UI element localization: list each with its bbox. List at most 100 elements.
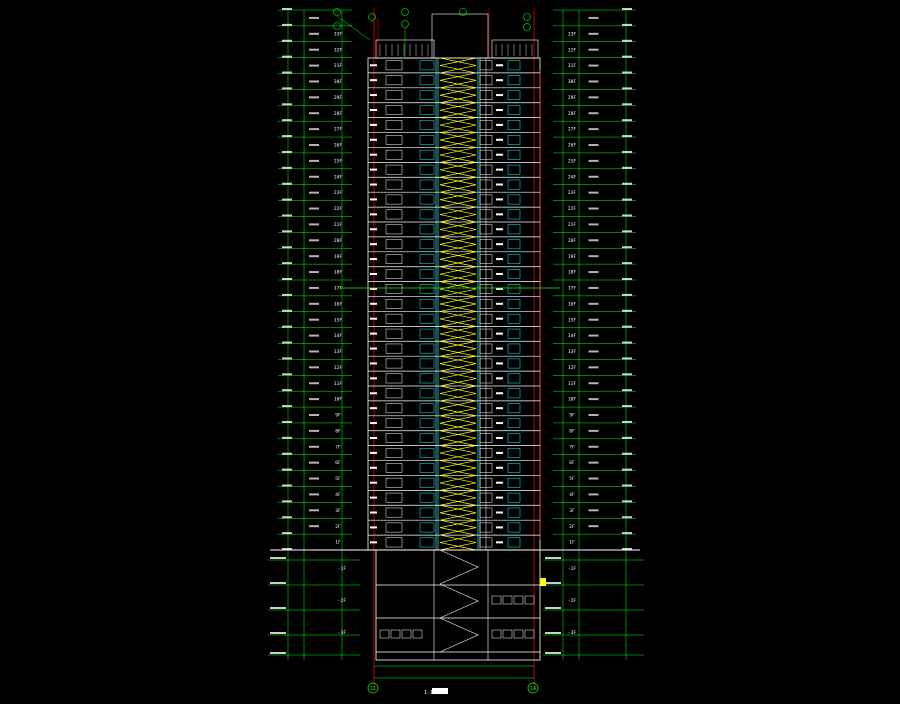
floor-height-left	[309, 382, 319, 385]
stair-flight	[439, 504, 477, 521]
window-opening	[507, 403, 521, 414]
elevation-value-left	[282, 357, 292, 360]
room-tag	[496, 138, 503, 141]
elevation-value-right	[622, 468, 632, 471]
stair-flight	[439, 311, 477, 327]
window-opening	[385, 194, 403, 205]
floor-height-right	[588, 398, 599, 401]
window-opening	[507, 358, 521, 369]
basement-elevation-left	[270, 582, 286, 584]
elevation-value-left	[282, 516, 292, 519]
stair-flight	[439, 236, 477, 253]
stair-flight	[439, 72, 477, 89]
floor-height-left	[309, 350, 319, 353]
floor-label-left: 14F	[334, 333, 342, 339]
basement-elevation-left	[270, 557, 286, 559]
stair-flight	[439, 475, 477, 491]
floor-label-right: 26F	[568, 143, 576, 149]
room-tag	[370, 64, 377, 67]
window-opening	[385, 179, 403, 190]
stair-flight	[439, 176, 477, 193]
stair-flight	[439, 400, 477, 417]
window-opening	[385, 388, 403, 399]
window-opening	[385, 433, 403, 443]
stair-flight	[439, 221, 477, 238]
elevation-value-left	[282, 532, 292, 535]
stair-flight	[439, 460, 477, 476]
elevation-value-right	[622, 516, 632, 519]
floor-label-right: 2F	[569, 524, 575, 530]
floor-height-left	[309, 175, 319, 178]
floor-label-left: 6F	[335, 460, 341, 466]
elevation-value-left	[282, 87, 292, 90]
basement-label-left: -1F	[338, 566, 346, 572]
floor-height-left	[309, 96, 319, 99]
window-opening	[385, 239, 403, 250]
floor-label-right: 33F	[568, 31, 576, 37]
window-opening	[419, 134, 435, 145]
stair-flight	[439, 251, 477, 268]
basement-stair-flight	[439, 583, 479, 619]
floor-label-right: 4F	[569, 492, 575, 498]
window-opening	[507, 75, 521, 86]
window-opening	[419, 313, 435, 324]
floor-height-left	[309, 366, 319, 369]
elevation-value-left	[282, 198, 292, 201]
stair-flight	[439, 87, 477, 104]
window-opening	[385, 537, 403, 548]
stair-flight	[439, 176, 477, 193]
window-opening	[507, 507, 521, 518]
elevation-value-left	[282, 182, 292, 185]
room-tag	[496, 526, 503, 529]
room-tag	[370, 392, 377, 395]
stair-flight	[439, 296, 477, 312]
window-opening	[507, 313, 521, 324]
room-tag	[496, 94, 503, 97]
room-tag	[370, 496, 377, 499]
elevation-value-left	[282, 373, 292, 376]
window-opening	[385, 149, 403, 160]
room-tag	[370, 213, 377, 216]
room-tag	[370, 302, 377, 305]
floor-height-left	[309, 191, 319, 194]
window-opening	[507, 298, 521, 309]
floor-label-left: 31F	[334, 63, 342, 69]
stair-flight	[439, 460, 477, 476]
room-tag	[370, 377, 377, 380]
window-opening	[507, 343, 521, 354]
window-opening	[419, 284, 435, 294]
basement-label-left: -2F	[338, 598, 346, 604]
floor-height-right	[588, 96, 599, 99]
window-opening	[385, 358, 403, 369]
elevation-value-right	[622, 278, 632, 280]
floor-label-left: 20F	[334, 238, 342, 244]
window-opening	[419, 418, 435, 428]
stair-flight	[439, 191, 477, 208]
floor-label-left: 30F	[334, 79, 342, 85]
elevation-value-right	[622, 182, 632, 185]
room-tag	[496, 213, 503, 216]
window-opening	[385, 448, 403, 458]
floor-height-right	[588, 64, 599, 67]
elevation-value-right	[622, 198, 632, 201]
elevation-value-left	[282, 135, 292, 138]
floor-height-left	[309, 398, 319, 401]
window-opening	[507, 239, 521, 250]
floor-height-right	[588, 334, 599, 337]
floor-height-left	[309, 80, 319, 83]
floor-label-left: 33F	[334, 31, 342, 37]
room-tag	[370, 481, 377, 484]
room-tag	[496, 332, 503, 335]
room-tag	[496, 272, 503, 275]
window-opening	[419, 358, 435, 369]
room-tag	[370, 272, 377, 275]
window-opening	[385, 254, 403, 264]
window-opening	[507, 194, 521, 205]
floor-height-right	[588, 477, 599, 480]
floor-height-right	[588, 159, 599, 162]
room-tag	[496, 108, 503, 111]
floor-height-left	[309, 525, 319, 528]
room-tag	[370, 198, 377, 201]
